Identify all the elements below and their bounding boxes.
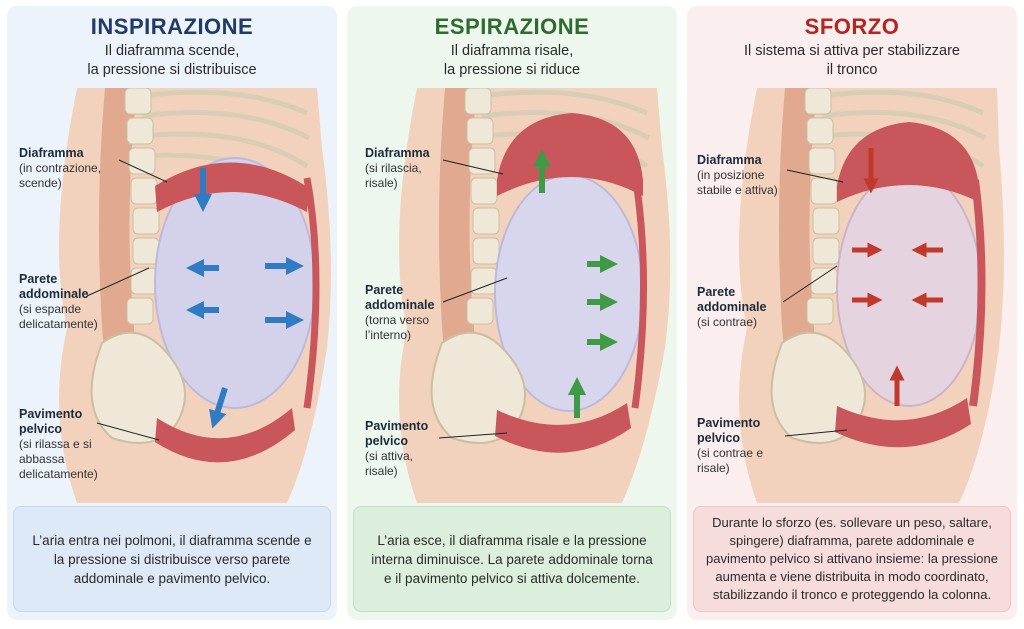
panel-title: ESPIRAZIONE bbox=[434, 14, 590, 39]
description-box: L’aria entra nei polmoni, il diaframma s… bbox=[13, 506, 331, 612]
label-desc: (si contrae e risale) bbox=[697, 446, 764, 475]
label-diaphragm: Diaframma (si rilascia, risale) bbox=[365, 146, 447, 191]
diaphragm-muscle bbox=[497, 113, 643, 196]
label-pelvic-floor: Pavimento pelvico (si contrae e risale) bbox=[697, 416, 789, 476]
label-title: Pavimento pelvico bbox=[19, 407, 83, 436]
pelvis-bone bbox=[90, 331, 186, 444]
label-desc: (torna verso l’interno) bbox=[365, 313, 430, 342]
panel-espirazione: ESPIRAZIONE Il diaframma risale, la pres… bbox=[347, 6, 677, 620]
label-diaphragm: Diaframma (in posizione stabile e attiva… bbox=[697, 153, 789, 198]
panel-title: INSPIRAZIONE bbox=[90, 14, 254, 39]
pelvic-floor-muscle bbox=[495, 403, 631, 453]
label-desc: (si rilassa e si abbassa delicatamente) bbox=[19, 437, 98, 481]
label-title: Parete addominale bbox=[697, 285, 767, 314]
anatomy-illustration bbox=[59, 88, 331, 503]
label-desc: (in posizione stabile e attiva) bbox=[697, 168, 778, 197]
abdominal-wall bbox=[303, 177, 320, 409]
panel-subtitle: Il diaframma risale, la pressione si rid… bbox=[443, 43, 581, 78]
abdominal-wall bbox=[969, 179, 986, 407]
label-abdominal-wall: Parete addominale (si contrae) bbox=[697, 285, 789, 330]
spine bbox=[124, 88, 160, 325]
label-title: Pavimento pelvico bbox=[697, 416, 761, 445]
label-title: Diaframma bbox=[19, 146, 84, 160]
pelvic-floor-muscle bbox=[835, 398, 971, 448]
panel-subtitle: Il diaframma scende, la pressione si dis… bbox=[87, 43, 257, 78]
anatomy-illustration bbox=[739, 88, 1004, 503]
label-diaphragm: Diaframma (in contrazione, scende) bbox=[19, 146, 111, 191]
abdominal-wall bbox=[631, 187, 648, 409]
label-title: Diaframma bbox=[365, 146, 430, 160]
anatomy-illustration bbox=[399, 88, 671, 503]
arrow-down-icon bbox=[209, 387, 228, 429]
label-desc: (si contrae) bbox=[697, 315, 758, 329]
label-title: Parete addominale bbox=[365, 283, 435, 312]
spine bbox=[804, 88, 840, 325]
description-box: Durante lo sforzo (es. sollevare un peso… bbox=[693, 506, 1011, 612]
label-pelvic-floor: Pavimento pelvico (si attiva, risale) bbox=[365, 419, 447, 479]
label-title: Pavimento pelvico bbox=[365, 419, 429, 448]
panel-sforzo: SFORZO Il sistema si attiva per stabiliz… bbox=[687, 6, 1017, 620]
label-title: Diaframma bbox=[697, 153, 762, 167]
label-desc: (si espande delicatamente) bbox=[19, 302, 98, 331]
label-pelvic-floor: Pavimento pelvico (si rilassa e si abbas… bbox=[19, 407, 111, 482]
ribcage bbox=[141, 89, 311, 195]
label-desc: (in contrazione, scende) bbox=[19, 161, 102, 190]
panel-inspirazione: INSPIRAZIONE Il diaframma scende, la pre… bbox=[7, 6, 337, 620]
label-abdominal-wall: Parete addominale (torna verso l’interno… bbox=[365, 283, 447, 343]
diaphragm-muscle bbox=[155, 162, 309, 212]
label-title: Parete addominale bbox=[19, 272, 89, 301]
label-abdominal-wall: Parete addominale (si espande delicatame… bbox=[19, 272, 111, 332]
label-desc: (si rilascia, risale) bbox=[365, 161, 422, 190]
panel-subtitle: Il sistema si attiva per stabilizzare il… bbox=[744, 43, 960, 78]
panel-title: SFORZO bbox=[804, 14, 900, 39]
pelvic-floor-muscle bbox=[155, 408, 295, 463]
label-desc: (si attiva, risale) bbox=[365, 449, 414, 478]
description-box: L’aria esce, il diaframma risale e la pr… bbox=[353, 506, 671, 612]
